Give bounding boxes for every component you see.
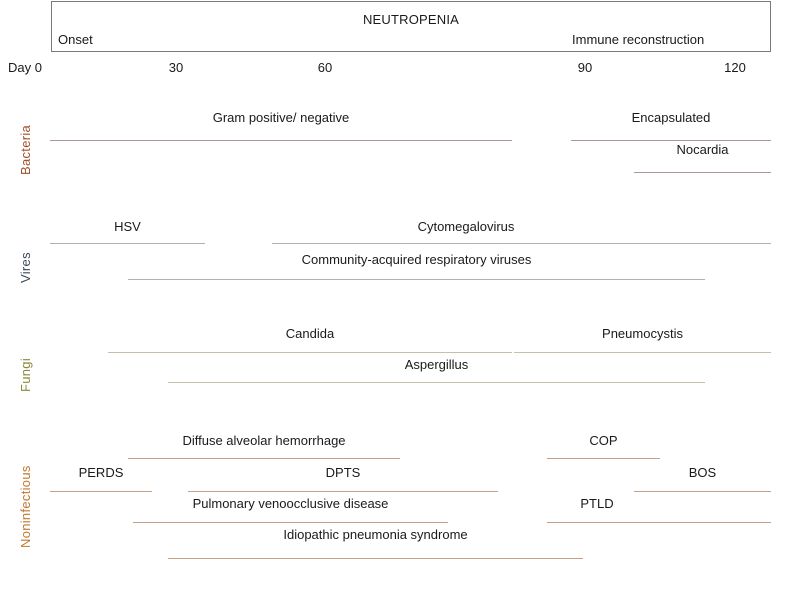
- timeline-bar-label: HSV: [114, 219, 141, 234]
- category-label-bacteria: Bacteria: [18, 124, 33, 175]
- timeline-bar-label: DPTS: [325, 465, 361, 480]
- timeline-bar-label: Idiopathic pneumonia syndrome: [283, 527, 468, 542]
- timeline-bar: [571, 140, 771, 142]
- phase-immune-reconstruction-label: Immune reconstruction: [572, 32, 705, 47]
- timeline-bar: [108, 352, 512, 354]
- timeline-bar: [168, 558, 583, 560]
- timeline-bar-label: Community-acquired respiratory viruses: [301, 252, 532, 267]
- timeline-bar-label: Encapsulated: [631, 110, 711, 125]
- phase-title: NEUTROPENIA: [362, 12, 460, 27]
- timeline-bar: [547, 458, 660, 460]
- timeline-bar: [634, 172, 771, 174]
- timeline-bar: [547, 522, 771, 524]
- timeline-bar: [188, 491, 498, 493]
- timeline-bar-label: Nocardia: [676, 142, 729, 157]
- axis-tick-0: Day 0: [8, 60, 42, 75]
- timeline-bar: [634, 491, 771, 493]
- timeline-bar-label: PERDS: [78, 465, 124, 480]
- phase-onset-label: Onset: [58, 32, 93, 47]
- timeline-bar: [50, 140, 512, 142]
- timeline-bar: [133, 522, 448, 524]
- timeline-bar: [128, 458, 400, 460]
- timeline-bar-label: Pulmonary venoocclusive disease: [192, 496, 389, 511]
- timeline-bar-label: COP: [589, 433, 618, 448]
- timeline-bar-label: Pneumocystis: [602, 326, 683, 341]
- timeline-bar: [50, 243, 205, 245]
- category-label-noninfectious: Noninfectious: [18, 465, 33, 548]
- axis-tick-30: 30: [168, 60, 184, 75]
- timeline-bar-label: Cytomegalovirus: [417, 219, 515, 234]
- timeline-bar: [514, 352, 771, 354]
- timeline-bar-label: PTLD: [580, 496, 614, 511]
- axis-tick-90: 90: [577, 60, 593, 75]
- timeline-bar: [50, 491, 152, 493]
- category-label-fungi: Fungi: [18, 357, 33, 392]
- timeline-bar: [272, 243, 771, 245]
- category-label-vires: Vires: [18, 252, 33, 283]
- timeline-bar-label: BOS: [688, 465, 717, 480]
- timeline-bar-label: Gram positive/ negative: [212, 110, 350, 125]
- timeline-bar: [128, 279, 705, 281]
- timeline-bar-label: Diffuse alveolar hemorrhage: [182, 433, 346, 448]
- neutropenia-phase-box: NEUTROPENIA Onset Immune reconstruction: [51, 1, 771, 52]
- timeline-bar: [168, 382, 705, 384]
- axis-tick-120: 120: [724, 60, 746, 75]
- axis-tick-60: 60: [317, 60, 333, 75]
- timeline-bar-label: Aspergillus: [404, 357, 469, 372]
- timeline-bar-label: Candida: [285, 326, 335, 341]
